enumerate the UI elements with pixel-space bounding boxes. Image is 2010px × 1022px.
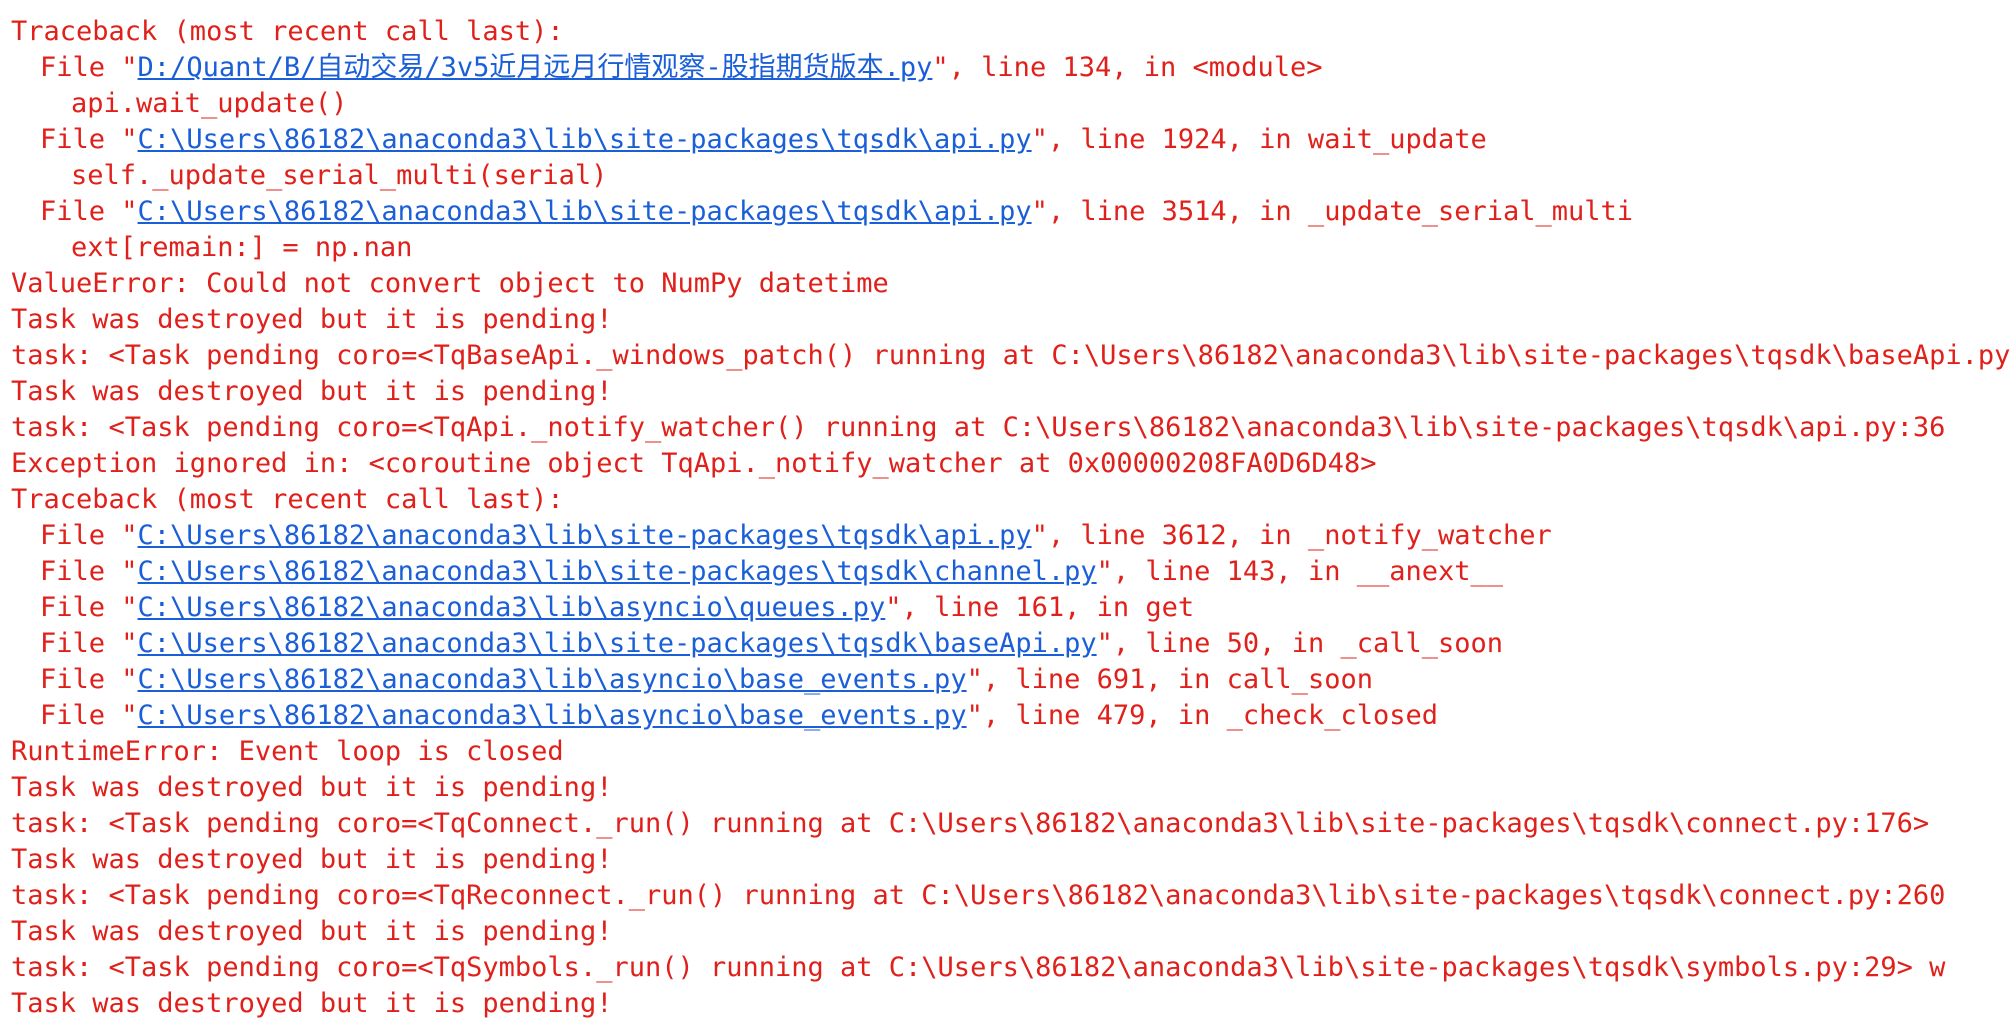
console-text: Task was destroyed but it is pending!: [11, 376, 613, 407]
file-prefix: File ": [40, 592, 138, 623]
file-path-link[interactable]: C:\Users\86182\anaconda3\lib\site-packag…: [137, 628, 1097, 659]
file-prefix: File ": [40, 124, 138, 155]
console-line: api.wait_update(): [11, 86, 1794, 122]
traceback-file-line: File "C:\Users\86182\anaconda3\lib\site-…: [11, 122, 1794, 158]
traceback-file-line: File "C:\Users\86182\anaconda3\lib\async…: [11, 590, 1794, 626]
file-path-link[interactable]: C:\Users\86182\anaconda3\lib\site-packag…: [137, 520, 1032, 551]
console-line: Exception ignored in: <coroutine object …: [11, 446, 1794, 482]
file-path-link[interactable]: C:\Users\86182\anaconda3\lib\site-packag…: [137, 556, 1097, 587]
console-line: task: <Task pending coro=<TqConnect._run…: [11, 806, 1929, 842]
traceback-file-line: File "C:\Users\86182\anaconda3\lib\site-…: [11, 518, 1794, 554]
file-prefix: File ": [40, 556, 138, 587]
console-text: Task was destroyed but it is pending!: [11, 844, 613, 875]
console-line: Task was destroyed but it is pending!: [11, 302, 1794, 338]
file-prefix: File ": [40, 664, 138, 695]
console-line: RuntimeError: Event loop is closed: [11, 734, 1794, 770]
console-output: Traceback (most recent call last):File "…: [11, 14, 2010, 1019]
file-path-link[interactable]: C:\Users\86182\anaconda3\lib\site-packag…: [137, 196, 1032, 227]
traceback-file-line: File "C:\Users\86182\anaconda3\lib\async…: [11, 662, 1794, 698]
file-suffix: ", line 3612, in _notify_watcher: [1031, 520, 1552, 551]
console-text: task: <Task pending coro=<TqApi._notify_…: [11, 412, 1946, 443]
file-suffix: ", line 50, in _call_soon: [1096, 628, 1504, 659]
file-prefix: File ": [40, 700, 138, 731]
console-line: ext[remain:] = np.nan: [11, 230, 1794, 266]
console-text: RuntimeError: Event loop is closed: [11, 736, 564, 767]
console-text: task: <Task pending coro=<TqBaseApi._win…: [11, 340, 2010, 371]
traceback-file-line: File "C:\Users\86182\anaconda3\lib\site-…: [11, 554, 1794, 590]
file-suffix: ", line 3514, in _update_serial_multi: [1031, 196, 1634, 227]
console-line: task: <Task pending coro=<TqReconnect._r…: [11, 878, 1945, 914]
console-text: Task was destroyed but it is pending!: [11, 916, 613, 947]
console-line: self._update_serial_multi(serial): [11, 158, 1794, 194]
console-line: Traceback (most recent call last):: [11, 482, 1794, 518]
console-line: Task was destroyed but it is pending!: [11, 770, 1794, 806]
console-text: Task was destroyed but it is pending!: [11, 772, 613, 803]
file-path-link[interactable]: C:\Users\86182\anaconda3\lib\asyncio\bas…: [137, 700, 967, 731]
file-suffix: ", line 161, in get: [885, 592, 1195, 623]
file-prefix: File ": [40, 196, 138, 227]
console-line: Task was destroyed but it is pending!: [11, 986, 1794, 1019]
console-text: Traceback (most recent call last):: [11, 16, 564, 47]
file-path-link[interactable]: C:\Users\86182\anaconda3\lib\asyncio\que…: [137, 592, 886, 623]
console-line: task: <Task pending coro=<TqApi._notify_…: [11, 410, 1945, 446]
file-path-link[interactable]: C:\Users\86182\anaconda3\lib\site-packag…: [137, 124, 1032, 155]
file-suffix: ", line 1924, in wait_update: [1031, 124, 1487, 155]
traceback-file-line: File "D:/Quant/B/自动交易/3v5近月远月行情观察-股指期货版本…: [11, 50, 1794, 86]
console-text: task: <Task pending coro=<TqSymbols._run…: [11, 952, 1946, 983]
console-text: Traceback (most recent call last):: [11, 484, 564, 515]
console-text: Task was destroyed but it is pending!: [11, 304, 613, 335]
console-line: ValueError: Could not convert object to …: [11, 266, 1794, 302]
console-line: task: <Task pending coro=<TqBaseApi._win…: [11, 338, 2010, 374]
console-text: task: <Task pending coro=<TqConnect._run…: [11, 808, 1930, 839]
file-prefix: File ": [40, 628, 138, 659]
console-text: task: <Task pending coro=<TqReconnect._r…: [11, 880, 1946, 911]
traceback-file-line: File "C:\Users\86182\anaconda3\lib\site-…: [11, 626, 1794, 662]
file-suffix: ", line 143, in __anext__: [1096, 556, 1504, 587]
console-line: Task was destroyed but it is pending!: [11, 914, 1794, 950]
console-text: Exception ignored in: <coroutine object …: [11, 448, 1377, 479]
file-suffix: ", line 691, in call_soon: [966, 664, 1373, 695]
file-path-link[interactable]: C:\Users\86182\anaconda3\lib\asyncio\bas…: [137, 664, 967, 695]
console-line: Task was destroyed but it is pending!: [11, 374, 1794, 410]
console-text: ext[remain:] = np.nan: [71, 232, 413, 263]
file-path-link[interactable]: D:/Quant/B/自动交易/3v5近月远月行情观察-股指期货版本.py: [137, 52, 933, 83]
console-text: Task was destroyed but it is pending!: [11, 988, 613, 1019]
console-text: api.wait_update(): [71, 88, 348, 119]
console-line: Traceback (most recent call last):: [11, 14, 1794, 50]
file-suffix: ", line 479, in _check_closed: [966, 700, 1438, 731]
console-text: self._update_serial_multi(serial): [71, 160, 608, 191]
traceback-file-line: File "C:\Users\86182\anaconda3\lib\async…: [11, 698, 1794, 734]
file-suffix: ", line 134, in <module>: [932, 52, 1323, 83]
console-line: task: <Task pending coro=<TqSymbols._run…: [11, 950, 1945, 986]
traceback-file-line: File "C:\Users\86182\anaconda3\lib\site-…: [11, 194, 1794, 230]
console-text: ValueError: Could not convert object to …: [11, 268, 889, 299]
console-line: Task was destroyed but it is pending!: [11, 842, 1794, 878]
file-prefix: File ": [40, 52, 138, 83]
file-prefix: File ": [40, 520, 138, 551]
